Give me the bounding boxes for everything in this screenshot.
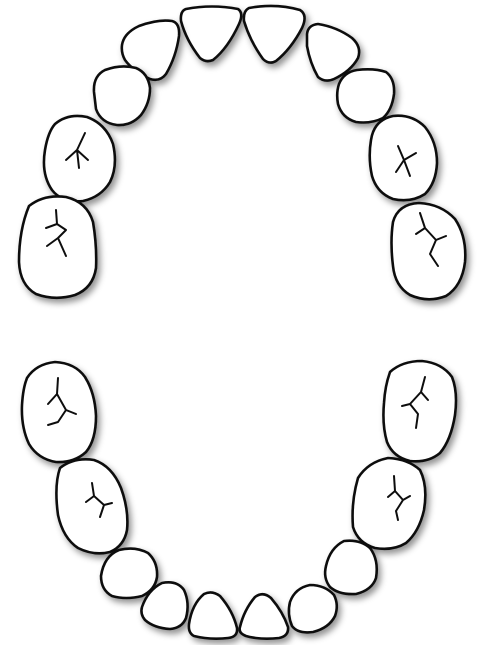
tooth-crown <box>44 116 115 201</box>
lower-left-lateral-incisor <box>289 585 337 632</box>
upper-left-central-incisor <box>244 6 305 63</box>
lower-arch <box>22 361 456 639</box>
upper-left-second-molar <box>392 203 466 299</box>
upper-arch <box>19 6 465 299</box>
upper-left-first-molar <box>370 116 437 200</box>
upper-right-canine <box>94 66 150 125</box>
tooth-crown <box>56 459 127 553</box>
upper-right-first-molar <box>44 116 115 201</box>
lower-right-first-molar <box>56 459 127 553</box>
tooth-crown <box>325 541 377 594</box>
tooth-crown <box>189 592 237 638</box>
upper-left-canine <box>337 69 394 122</box>
tooth-crown <box>240 594 288 638</box>
upper-right-second-molar <box>19 196 96 297</box>
lower-right-central-incisor <box>189 592 237 638</box>
tooth-crown <box>353 458 426 549</box>
tooth-crown <box>101 549 157 598</box>
upper-right-central-incisor <box>181 7 241 62</box>
tooth-crown <box>22 362 96 462</box>
tooth-crown <box>337 69 394 122</box>
tooth-crown <box>383 361 456 461</box>
lower-left-central-incisor <box>240 594 288 638</box>
tooth-crown <box>244 6 305 63</box>
tooth-crown <box>289 585 337 632</box>
lower-left-canine <box>325 541 377 594</box>
lower-left-second-molar <box>383 361 456 461</box>
tooth-crown <box>94 66 150 125</box>
lower-left-first-molar <box>353 458 426 549</box>
tooth-crown <box>19 196 96 297</box>
tooth-crown <box>392 203 466 299</box>
lower-right-canine <box>101 549 157 598</box>
lower-right-second-molar <box>22 362 96 462</box>
tooth-crown <box>181 7 241 62</box>
